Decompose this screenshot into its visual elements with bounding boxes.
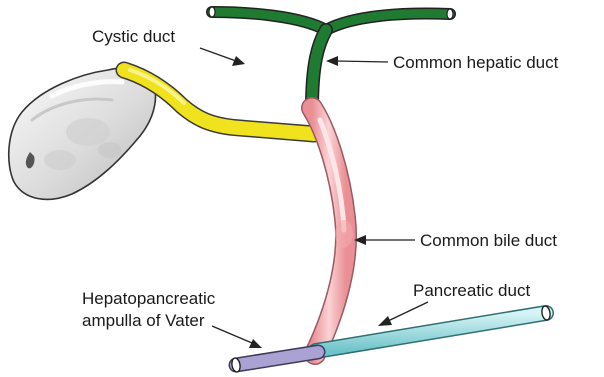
ampulla-arrowhead	[249, 339, 262, 348]
common-hepatic-duct-leader	[336, 61, 388, 62]
ampulla-label-line1: Hepatopancreatic	[82, 289, 216, 308]
pancreatic-duct-leader	[388, 302, 428, 321]
common-hepatic-duct-label: Common hepatic duct	[393, 53, 559, 72]
cystic-duct-arrowhead	[232, 56, 245, 66]
label-common-bile-duct-group: Common bile duct	[354, 231, 557, 250]
label-ampulla-group: Hepatopancreatic ampulla of Vater	[82, 289, 262, 348]
pancreatic-duct-label: Pancreatic duct	[413, 281, 530, 300]
pancreatic-duct-arrowhead	[378, 316, 392, 326]
pancreatic-duct-structure	[316, 305, 551, 351]
common-bile-duct-label: Common bile duct	[420, 231, 557, 250]
gallbladder	[9, 68, 156, 200]
label-common-hepatic-duct-group: Common hepatic duct	[326, 53, 559, 72]
common-bile-duct-structure	[312, 108, 353, 354]
ampulla-leader	[212, 326, 252, 343]
cystic-duct-label: Cystic duct	[92, 27, 175, 46]
ampulla-label-line2: ampulla of Vater	[82, 311, 205, 330]
cystic-duct-leader	[200, 48, 236, 61]
ampulla-of-vater-structure	[231, 352, 318, 373]
label-cystic-duct-group: Cystic duct	[92, 27, 245, 66]
common-hepatic-duct-arrowhead	[326, 56, 338, 66]
